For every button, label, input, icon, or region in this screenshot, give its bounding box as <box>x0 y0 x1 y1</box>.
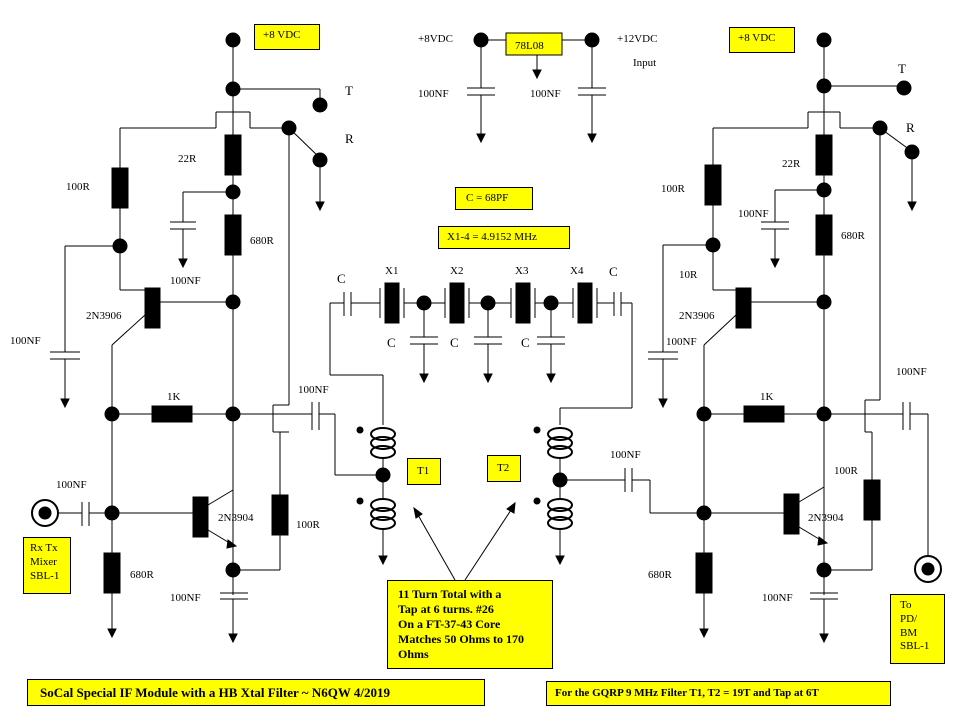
right-output-connector <box>914 555 942 583</box>
note-xtal-value: X1-4 = 4.9152 MHz <box>438 226 570 249</box>
left-amplifier <box>31 32 383 644</box>
left-100r-feedback-resistor <box>271 494 289 536</box>
crystal-x3 <box>515 282 531 324</box>
label-left-22r: 22R <box>178 153 197 165</box>
left-t-terminal <box>312 97 328 113</box>
label-right-2n3906: 2N3906 <box>679 310 715 322</box>
label-reg-cap-right: 100NF <box>530 88 561 100</box>
label-right-100nf-right: 100NF <box>896 366 927 378</box>
label-reg-in-right: +12VDC <box>617 33 657 45</box>
note-to-pd: To PD/ BM SBL-1 <box>890 594 945 664</box>
label-left-680r-bot: 680R <box>130 569 155 581</box>
label-right-10r: 10R <box>679 269 698 281</box>
transformer-t1 <box>370 427 396 530</box>
label-c-shunt-2: C <box>450 335 459 350</box>
note-c-value: C = 68PF <box>455 187 533 210</box>
label-c-shunt-3: C <box>521 335 530 350</box>
label-left-100nf-bot: 100NF <box>170 592 201 604</box>
label-right-100nf-left: 100NF <box>666 336 697 348</box>
label-left-100nf-out: 100NF <box>298 384 329 396</box>
note-transformer: 11 Turn Total with a Tap at 6 turns. #26… <box>387 580 553 669</box>
regulator-78l08 <box>505 32 563 56</box>
label-left-100r-bot: 100R <box>296 519 321 531</box>
label-left-100nf-in: 100NF <box>56 479 87 491</box>
label-right-100nf-dec: 100NF <box>738 208 769 220</box>
label-t-left: T <box>345 83 353 98</box>
label-right-1k: 1K <box>760 391 774 403</box>
label-c-out: C <box>609 264 618 279</box>
label-reg-in-left: +8VDC <box>418 33 453 45</box>
label-right-2n3904: 2N3904 <box>808 512 844 524</box>
left-2n3904-transistor <box>192 496 209 538</box>
regulator-section <box>467 32 606 144</box>
label-right-22r: 22R <box>782 158 801 170</box>
note-vdc-left: +8 VDC <box>254 24 320 50</box>
label-left-100r: 100R <box>66 181 91 193</box>
note-gqrp: For the GQRP 9 MHz Filter T1, T2 = 19T a… <box>546 681 891 706</box>
left-1k-resistor <box>151 405 193 423</box>
right-amplifier <box>648 32 942 644</box>
label-c-shunt-1: C <box>387 335 396 350</box>
left-680r-bottom-resistor <box>103 552 121 594</box>
note-vdc-right: +8 VDC <box>729 27 795 53</box>
label-x3: X3 <box>515 265 529 277</box>
left-100r-resistor <box>111 167 129 209</box>
note-rx-tx: Rx Tx Mixer SBL-1 <box>23 537 71 594</box>
label-right-680r: 680R <box>841 230 866 242</box>
label-x4: X4 <box>570 265 584 277</box>
label-left-100nf-dec: 100NF <box>170 275 201 287</box>
label-left-2n3906: 2N3906 <box>86 310 122 322</box>
label-right-100nf-in: 100NF <box>610 449 641 461</box>
label-r-right: R <box>906 120 915 135</box>
label-left-2n3904: 2N3904 <box>218 512 254 524</box>
label-right-100r: 100R <box>661 183 686 195</box>
label-input: Input <box>633 57 656 69</box>
label-r-left: R <box>345 131 354 146</box>
label-right-100r-mid: 100R <box>834 465 859 477</box>
label-c-in: C <box>337 271 346 286</box>
left-22r-resistor <box>224 134 242 176</box>
label-reg-cap-left: 100NF <box>418 88 449 100</box>
label-regulator: 78L08 <box>515 40 544 52</box>
label-left-100nf: 100NF <box>10 335 41 347</box>
left-2n3906-transistor <box>144 287 161 329</box>
label-x1: X1 <box>385 265 398 277</box>
label-right-680r-bot: 680R <box>648 569 673 581</box>
left-680r-resistor <box>224 214 242 256</box>
crystal-x2 <box>449 282 465 324</box>
crystal-x1 <box>384 282 400 324</box>
note-t1: T1 <box>407 458 441 485</box>
crystal-filter <box>329 282 633 425</box>
label-right-100nf-bot: 100NF <box>762 592 793 604</box>
label-t-right: T <box>898 61 906 76</box>
crystal-x4 <box>577 282 593 324</box>
label-x2: X2 <box>450 265 463 277</box>
page-title: SoCal Special IF Module with a HB Xtal F… <box>27 679 485 706</box>
label-left-1k: 1K <box>167 391 181 403</box>
label-left-680r: 680R <box>250 235 275 247</box>
note-t2: T2 <box>487 455 521 482</box>
